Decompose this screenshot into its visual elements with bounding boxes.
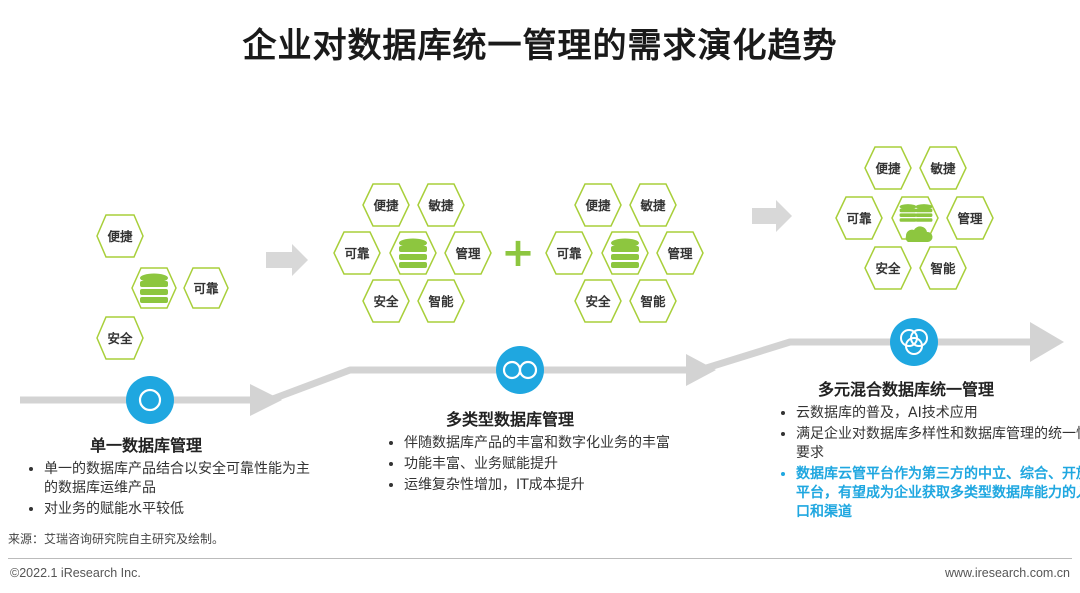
page-title: 企业对数据库统一管理的需求演化趋势 [242, 26, 838, 66]
stage2-points: 伴随数据库产品的丰富和数字化业务的丰富 功能丰富、业务赋能提升 运维复杂性增加，… [382, 434, 714, 497]
highlight-list-item: 数据库云管平台作为第三方的中立、综合、开放平台，有望成为企业获取多类型数据库能力… [796, 465, 1080, 522]
hex-label-reliable: 可靠 [556, 246, 582, 261]
stage3-title: 多元混合数据库统一管理 [818, 380, 995, 399]
stage1-points: 单一的数据库产品结合以安全可靠性能为主的数据库运维产品 对业务的赋能水平较低 [22, 460, 314, 521]
hex-label-manage: 管理 [455, 246, 481, 261]
arrow-head-end [1030, 322, 1064, 362]
stage2-title: 多类型数据库管理 [446, 410, 575, 429]
plus-sign: + [501, 230, 535, 276]
hex-label-convenient: 便捷 [585, 198, 611, 213]
hex-label-convenient: 便捷 [875, 161, 901, 176]
node-triple-circle-icon [890, 318, 938, 366]
hex-label-reliable: 可靠 [193, 281, 219, 296]
list-item: 功能丰富、业务赋能提升 [404, 455, 714, 474]
node-double-circle-icon [496, 346, 544, 394]
hex-label-convenient: 便捷 [373, 198, 399, 213]
stage1-title: 单一数据库管理 [90, 436, 203, 455]
hex-label-convenient: 便捷 [107, 229, 133, 244]
hex-label-smart: 智能 [929, 261, 956, 276]
hex-label-agile: 敏捷 [929, 161, 956, 176]
hex-label-manage: 管理 [667, 246, 693, 261]
website-link[interactable]: www.iresearch.com.cn [944, 566, 1070, 580]
list-item: 单一的数据库产品结合以安全可靠性能为主的数据库运维产品 [44, 460, 314, 498]
hex-label-agile: 敏捷 [639, 198, 666, 213]
source-note: 来源：艾瑞咨询研究院自主研究及绘制。 [8, 532, 225, 546]
arrow-head-1 [250, 384, 282, 416]
stage3-points: 云数据库的普及，AI技术应用 满足企业对数据库多样性和数据库管理的统一性要求 数… [774, 404, 1080, 524]
hex-label-secure: 安全 [585, 294, 611, 309]
step-arrow-2 [752, 200, 792, 232]
list-item: 运维复杂性增加，IT成本提升 [404, 476, 714, 495]
hex-label-secure: 安全 [373, 294, 399, 309]
hex-label-manage: 管理 [957, 211, 983, 226]
hex-label-reliable: 可靠 [344, 246, 370, 261]
list-item: 满足企业对数据库多样性和数据库管理的统一性要求 [796, 425, 1080, 463]
step-arrow-1 [266, 244, 308, 276]
copyright: ©2022.1 iResearch Inc. [10, 566, 141, 580]
database-cloud-icon [899, 204, 933, 242]
list-item: 伴随数据库产品的丰富和数字化业务的丰富 [404, 434, 714, 453]
hex-label-reliable: 可靠 [846, 211, 872, 226]
node-circle-icon [126, 376, 174, 424]
hex-label-agile: 敏捷 [427, 198, 454, 213]
hex-label-smart: 智能 [427, 294, 454, 309]
arrow-head-2 [686, 354, 716, 386]
hex-label-secure: 安全 [107, 331, 133, 346]
list-item: 对业务的赋能水平较低 [44, 500, 314, 519]
footer-divider [8, 558, 1072, 559]
hex-label-smart: 智能 [639, 294, 666, 309]
hex-label-secure: 安全 [875, 261, 901, 276]
list-item: 云数据库的普及，AI技术应用 [796, 404, 1080, 423]
